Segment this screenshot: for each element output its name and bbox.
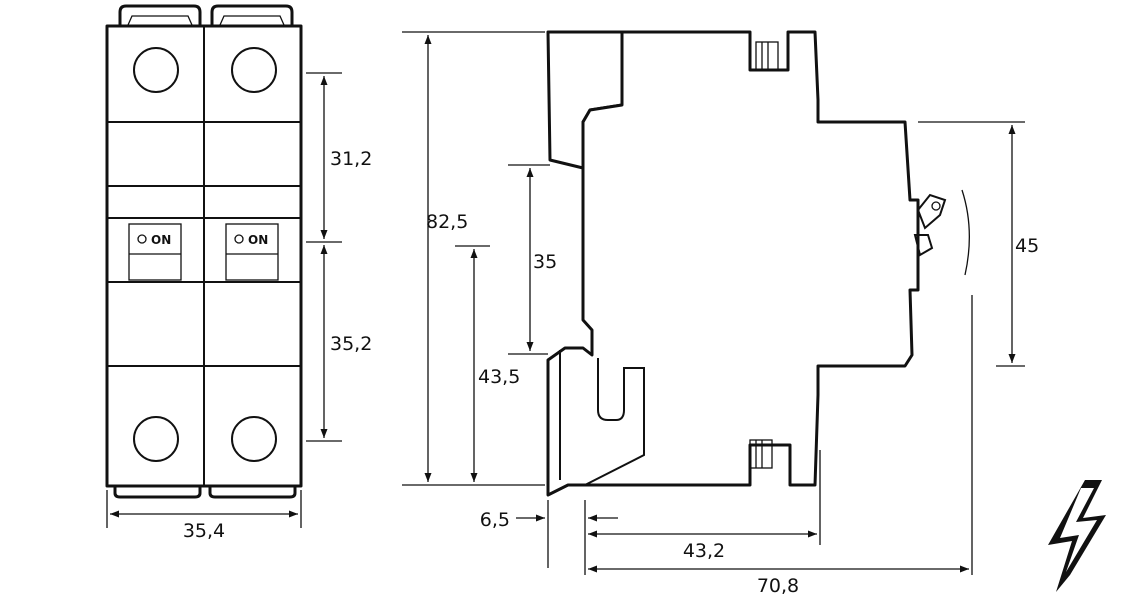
dim-rail: 35 [533,251,557,273]
dim-height: 82,5 [426,211,468,233]
lightning-bolt-icon [1048,480,1106,592]
on-label-left: ON [151,233,171,247]
dim-offset: 6,5 [480,509,510,531]
dim-width: 35,4 [183,520,225,542]
front-view: ON ON [105,4,303,499]
dim-upper: 31,2 [330,148,372,170]
terminal-screw [231,416,277,462]
terminal-screw [133,416,179,462]
dim-lower-height: 43,5 [478,366,520,388]
dim-front-height: 45 [1015,235,1039,257]
terminal-screw [133,47,179,93]
side-view [546,30,970,497]
dim-lower: 35,2 [330,333,372,355]
on-label-right: ON [248,233,268,247]
dim-depth: 43,2 [683,540,725,562]
terminal-screw [231,47,277,93]
dim-total-depth: 70,8 [757,575,799,597]
side-dimensions: 82,5 35 43,5 45 6,5 43,2 70,8 [402,31,1039,597]
front-dimensions: 35,4 31,2 35,2 [106,72,372,542]
